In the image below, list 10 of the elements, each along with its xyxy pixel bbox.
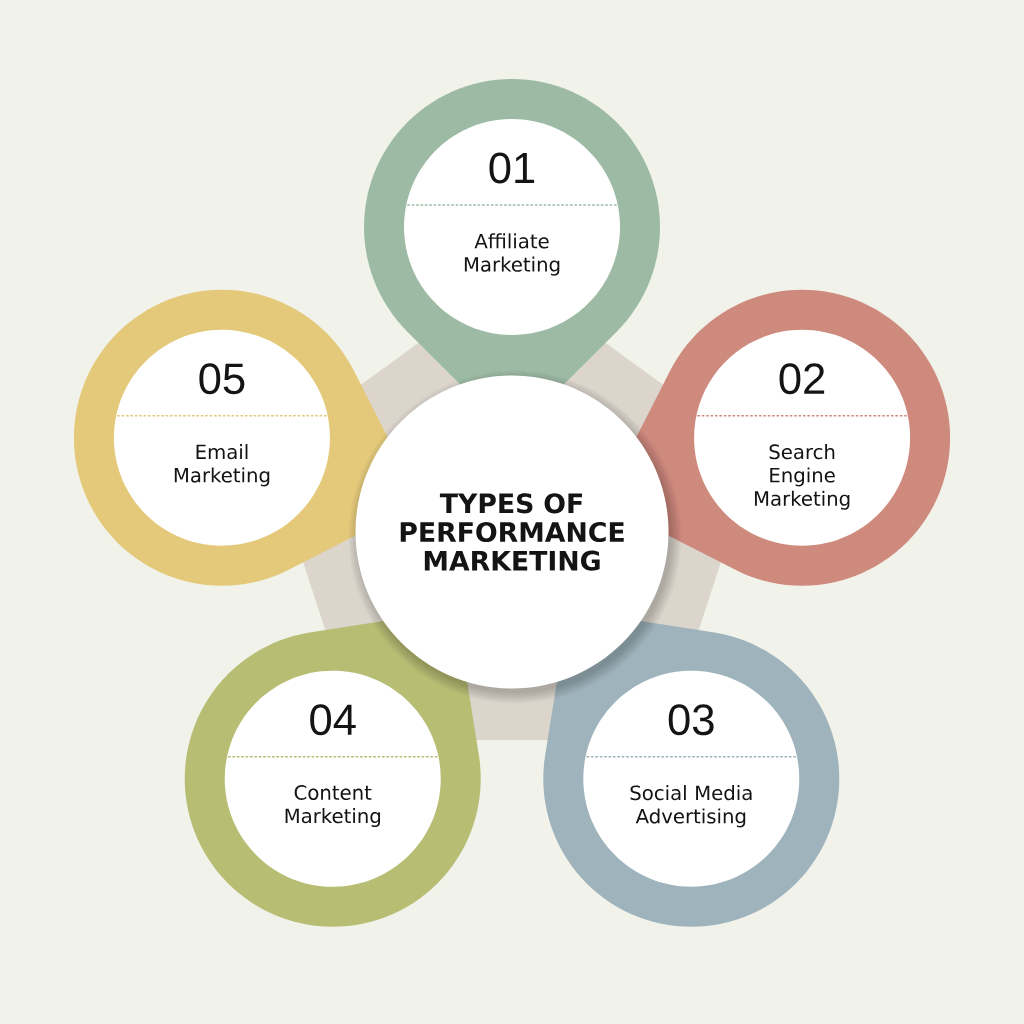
step-number: 05 (199, 363, 245, 395)
step-title: Content Marketing (285, 785, 380, 828)
step-title: Email Marketing (174, 444, 270, 487)
step-title: Social Media Advertising (630, 785, 752, 828)
step-title: Search Engine Marketing (755, 444, 850, 510)
step-number: 03 (668, 704, 714, 736)
step-title: Affiliate Marketing (464, 233, 560, 276)
step-number: 02 (779, 363, 825, 395)
step-number: 04 (310, 704, 356, 736)
step-number: 01 (489, 152, 535, 184)
